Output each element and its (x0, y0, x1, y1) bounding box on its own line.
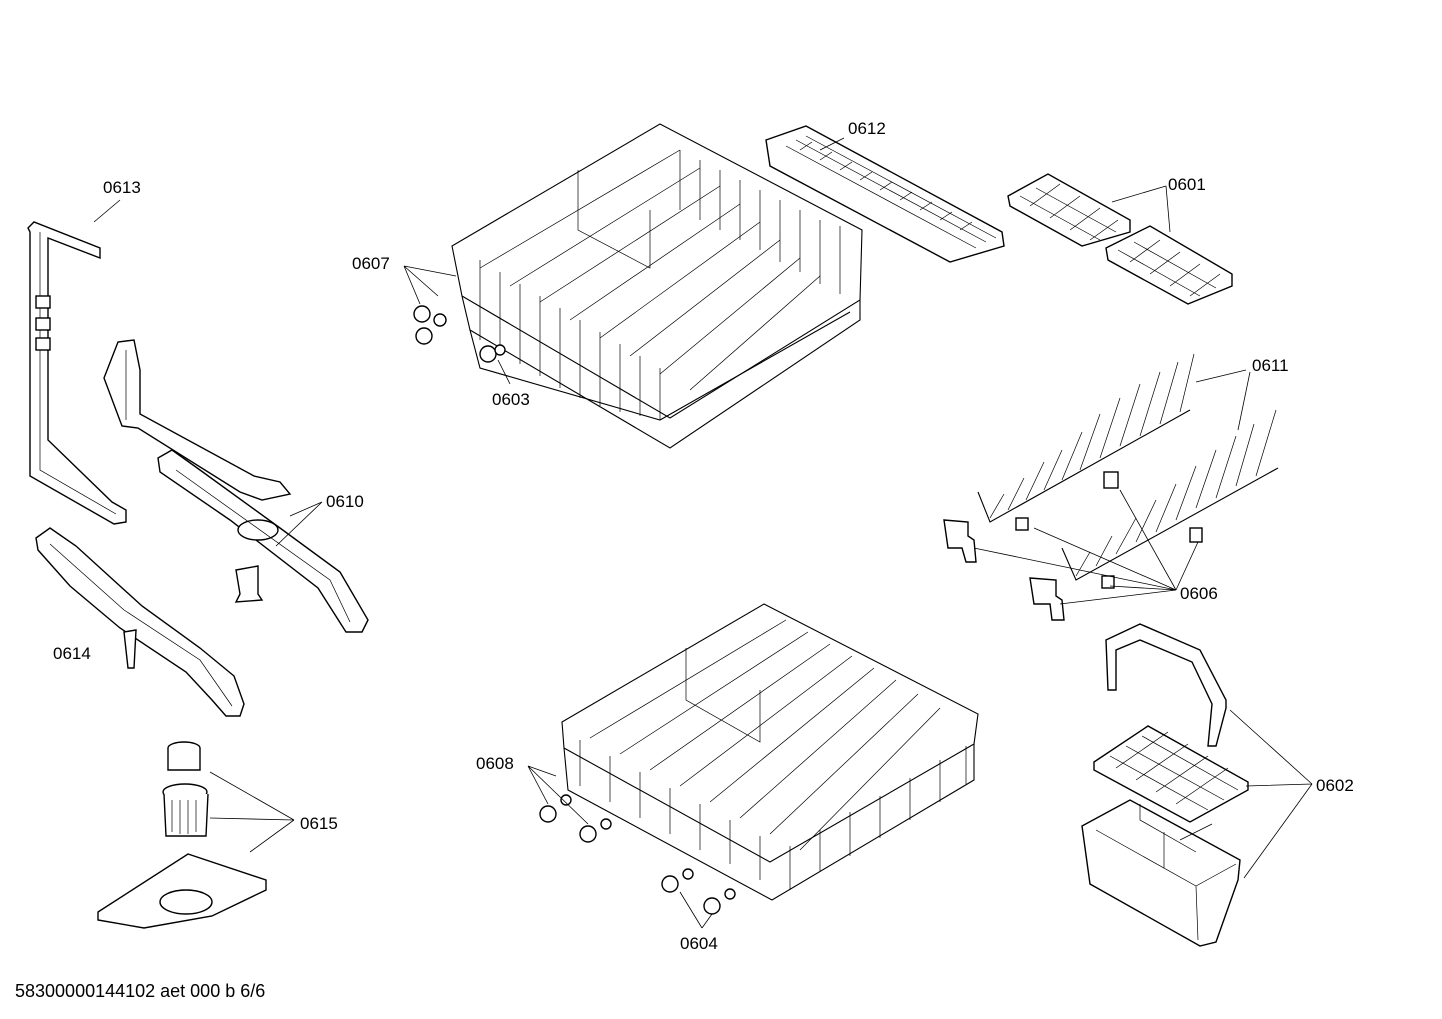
upper-spray-arm-0610 (103, 339, 369, 633)
callout-0608: 0608 (476, 754, 514, 773)
lower-basket-rollers (539, 794, 736, 915)
lower-basket (561, 603, 979, 901)
callout-0615: 0615 (300, 814, 338, 833)
callout-0606: 0606 (1180, 584, 1218, 603)
callout-0611: 0611 (1252, 356, 1289, 375)
callout-0614: 0614 (53, 644, 91, 663)
callout-0602: 0602 (1316, 776, 1354, 795)
clips-0606 (943, 471, 1203, 621)
callout-0610: 0610 (326, 492, 364, 511)
callout-0613: 0613 (103, 178, 141, 197)
folding-tines-0611 (977, 353, 1279, 581)
knife-shelves-0601 (1007, 173, 1233, 305)
leader-lines (93, 137, 1313, 929)
cup-shelf-0612 (765, 125, 1005, 263)
callout-0604: 0604 (680, 934, 718, 953)
upper-basket-rollers (413, 305, 506, 363)
drawing-reference-footer: 58300000144102 aet 000 b 6/6 (15, 981, 266, 1001)
callout-0612: 0612 (848, 119, 886, 138)
cutlery-basket-0602 (1081, 623, 1249, 947)
filter-set-0615 (97, 741, 267, 929)
callout-0607: 0607 (352, 254, 390, 273)
upper-basket (451, 123, 863, 449)
lower-spray-arm-0614 (35, 527, 245, 717)
supply-pipe-0613 (27, 221, 127, 525)
callout-0601: 0601 (1168, 175, 1206, 194)
callout-0603: 0603 (492, 390, 530, 409)
